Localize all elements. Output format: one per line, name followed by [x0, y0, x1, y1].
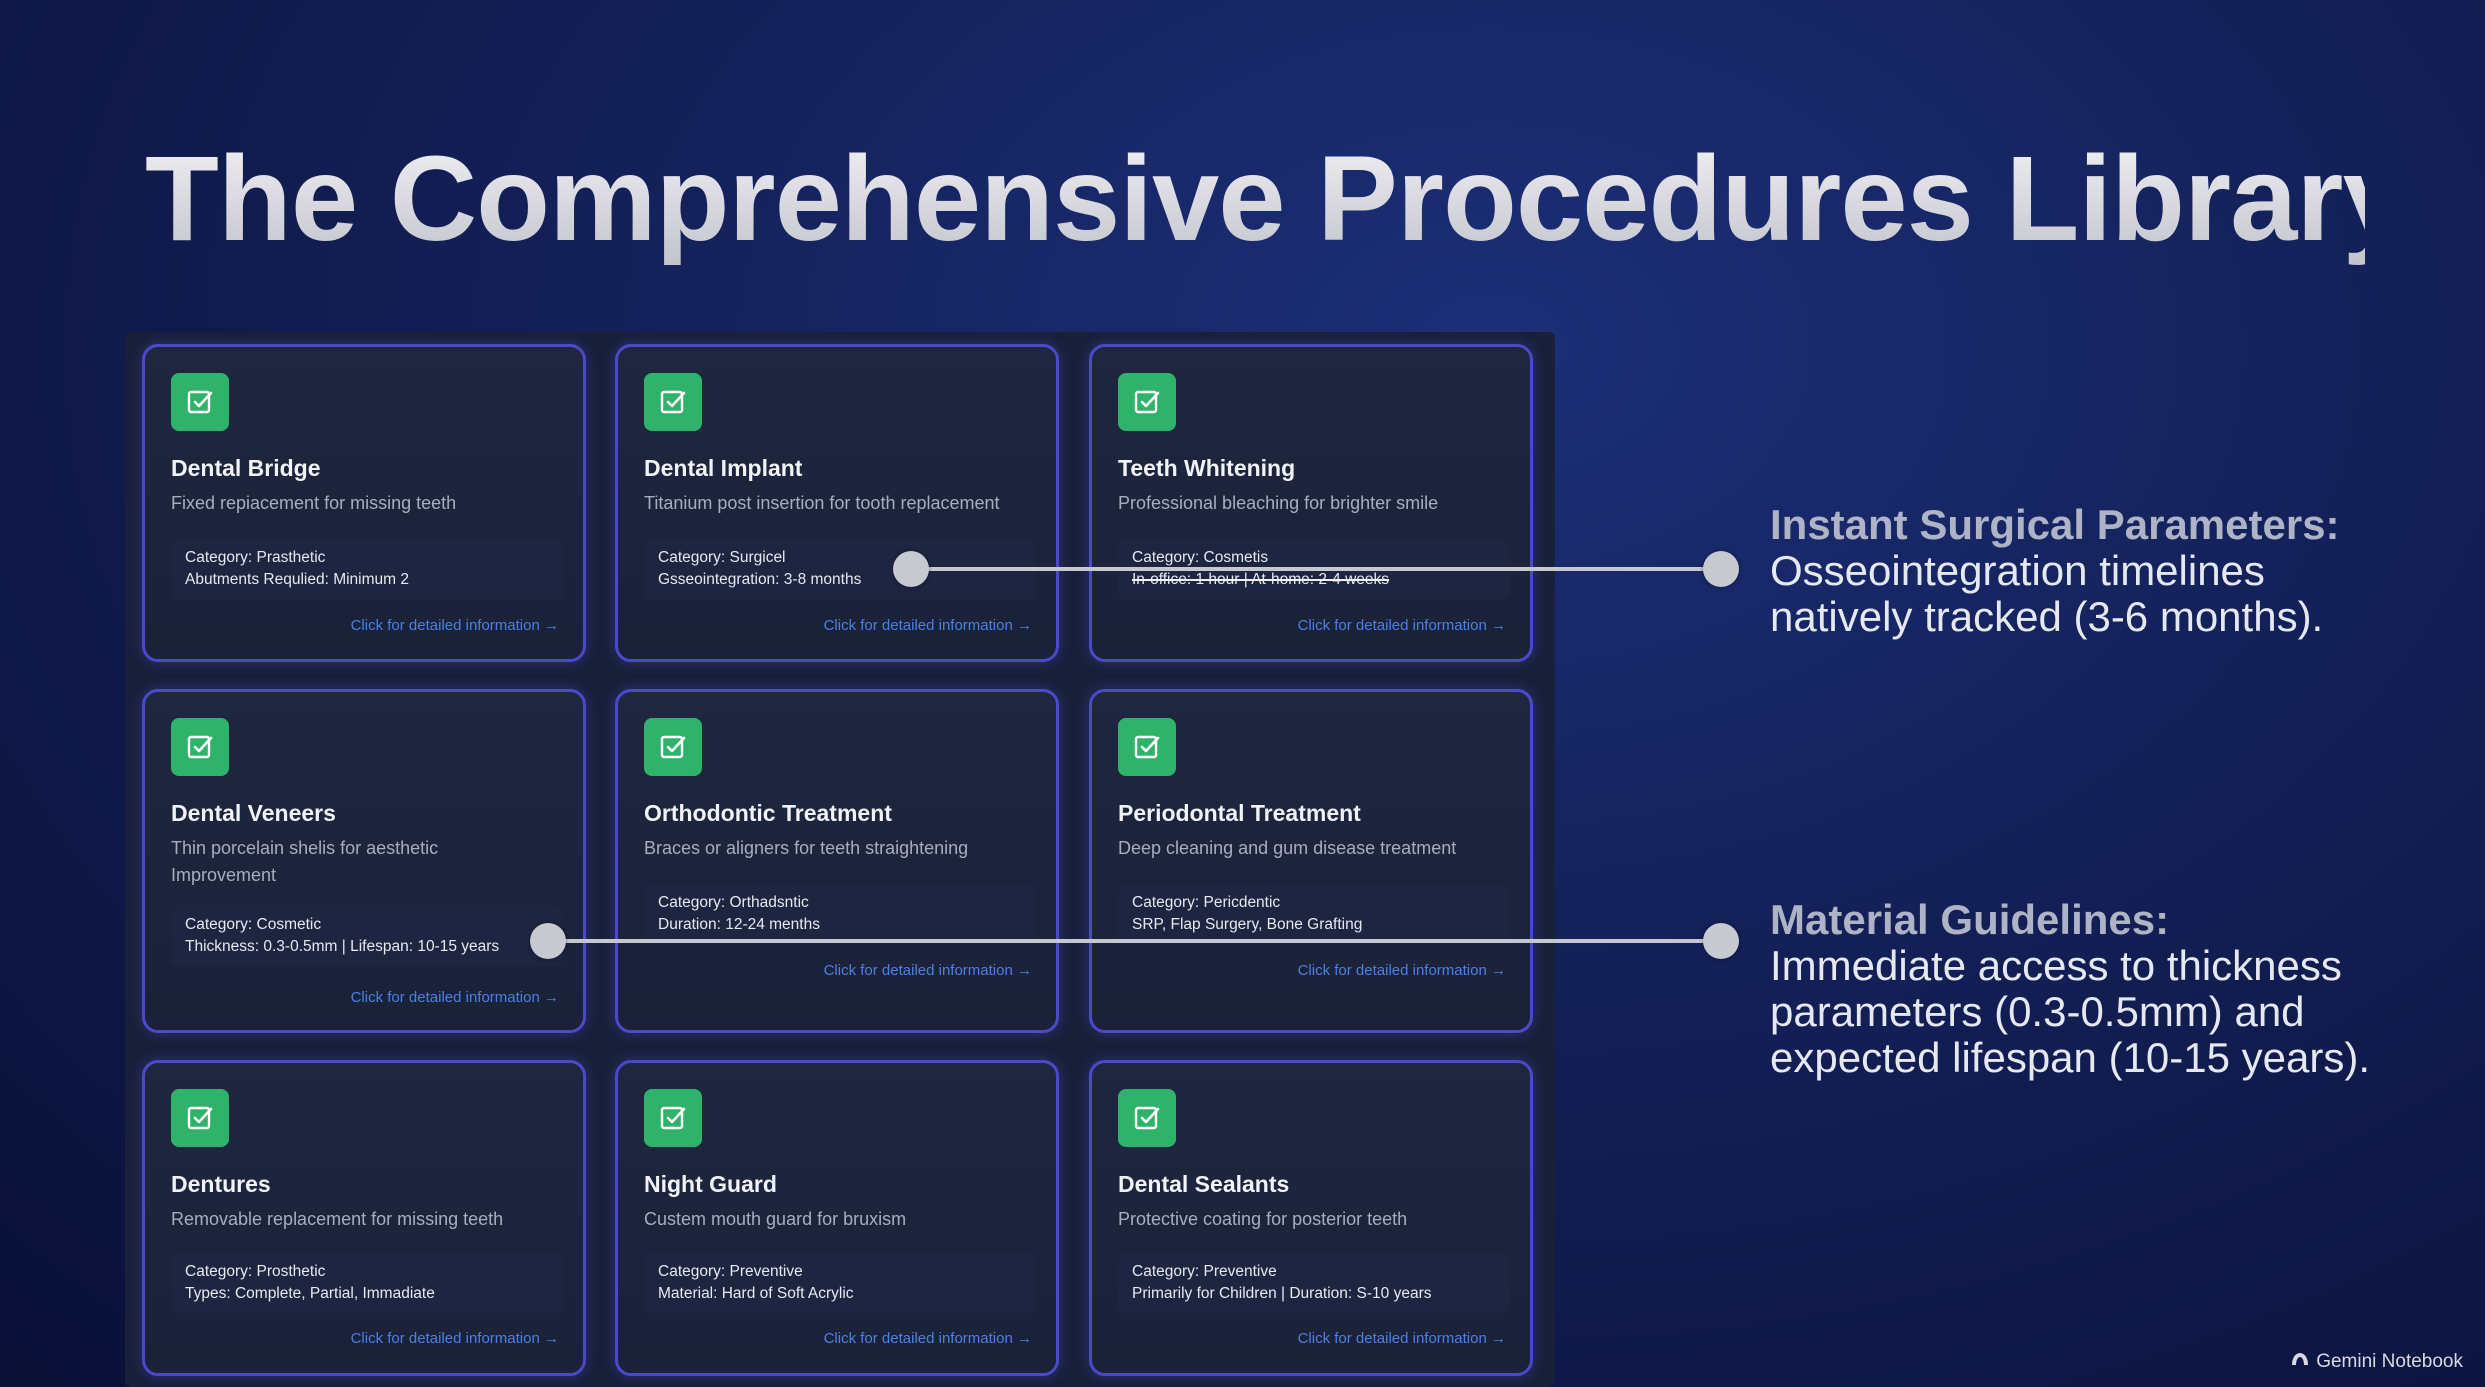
card-details-link[interactable]: Click for detailed information → — [823, 1330, 1032, 1347]
checkbox-icon — [644, 1089, 702, 1147]
card-detail: Material: Hard of Soft Acrylic — [658, 1285, 854, 1302]
card-meta: Category: Cosmetic Thickness: 0.3-0.5mm … — [171, 906, 563, 966]
checkbox-icon — [644, 718, 702, 776]
watermark-label: Gemini Notebook — [2316, 1351, 2463, 1372]
card-category: Category: Orthadsntic — [658, 894, 809, 911]
card-category: Category: Cosmetic — [185, 916, 322, 933]
card-detail: Duration: 12-24 menths — [658, 916, 820, 933]
card-dentures[interactable]: Dentures Removable replacement for missi… — [142, 1060, 586, 1376]
card-dental-implant[interactable]: Dental Implant Titanium post insertion f… — [615, 344, 1059, 662]
callout-surgical-parameters: Instant Surgical Parameters: Osseointegr… — [1770, 502, 2410, 640]
notebook-logo-icon — [2290, 1351, 2310, 1373]
card-detail: Gsseointegration: 3-8 months — [658, 571, 862, 588]
card-description: Removable replacement for missing teeth — [171, 1209, 504, 1229]
card-title: Dental Sealants — [1118, 1171, 1290, 1197]
checkbox-icon — [1118, 718, 1176, 776]
card-details-link[interactable]: Click for detailed information → — [350, 989, 559, 1006]
checkbox-icon — [171, 1089, 229, 1147]
card-meta: Category: Preventive Primarily for Child… — [1118, 1253, 1510, 1313]
connector-start-dot — [893, 551, 929, 587]
card-title: Teeth Whitening — [1118, 455, 1296, 481]
card-title: Dentures — [171, 1171, 271, 1197]
card-category: Category: Prasthetic — [185, 549, 326, 566]
card-orthodontic-treatment[interactable]: Orthodontic Treatment Braces or aligners… — [615, 689, 1059, 1033]
card-description: Professional bleaching for brighter smil… — [1118, 493, 1439, 513]
card-details-link[interactable]: Click for detailed information → — [823, 962, 1032, 979]
card-category: Category: Cosmetis — [1132, 549, 1269, 566]
card-description: Braces or aligners for teeth straighteni… — [644, 838, 969, 858]
card-title: Dental Veneers — [171, 800, 336, 826]
card-description: Deep cleaning and gum disease treatment — [1118, 838, 1457, 858]
card-meta: Category: Prasthetic Abutments Requlied:… — [171, 539, 563, 599]
card-category: Category: Pericdentic — [1132, 894, 1281, 911]
card-meta: Category: Pericdentic SRP, Flap Surgery,… — [1118, 884, 1510, 944]
card-detail: Thickness: 0.3-0.5mm | Lifespan: 10-15 y… — [185, 938, 500, 955]
card-details-link[interactable]: Click for detailed information → — [350, 1330, 559, 1347]
card-title: Orthodontic Treatment — [644, 800, 892, 826]
connector-end-dot — [1703, 923, 1739, 959]
page-title: The Comprehensive Procedures Library — [145, 130, 2410, 266]
checkbox-icon — [171, 373, 229, 431]
card-details-link[interactable]: Click for detailed information → — [1297, 962, 1506, 979]
card-title: Periodontal Treatment — [1118, 800, 1361, 826]
watermark: Gemini Notebook — [2290, 1351, 2463, 1373]
callout-heading: Material Guidelines: — [1770, 896, 2170, 943]
card-meta: Category: Prosthetic Types: Complete, Pa… — [171, 1253, 563, 1313]
callout-heading: Instant Surgical Parameters: — [1770, 501, 2340, 548]
checkbox-icon — [1118, 373, 1176, 431]
card-title: Dental Bridge — [171, 455, 321, 481]
card-dental-sealants[interactable]: Dental Sealants Protective coating for p… — [1089, 1060, 1533, 1376]
card-details-link[interactable]: Click for detailed information → — [1297, 617, 1506, 634]
procedures-grid: Dental Bridge Fixed repiacement for miss… — [125, 332, 1555, 1387]
connector-start-dot — [530, 923, 566, 959]
card-title: Dental Implant — [644, 455, 803, 481]
card-description: Custem mouth guard for bruxism — [644, 1209, 907, 1229]
card-category: Category: Preventive — [1132, 1263, 1277, 1280]
card-detail: In-office: 1 hour | At-home: 2-4 weeks — [1132, 571, 1390, 588]
callout-body: Immediate access to thickness parameters… — [1770, 942, 2370, 1081]
checkbox-icon — [1118, 1089, 1176, 1147]
card-details-link[interactable]: Click for detailed information → — [1297, 1330, 1506, 1347]
card-periodontal-treatment[interactable]: Periodontal Treatment Deep cleaning and … — [1089, 689, 1533, 1033]
card-category: Category: Surgicel — [658, 549, 786, 566]
connector-end-dot — [1703, 551, 1739, 587]
connector-line-surgical — [910, 567, 1720, 571]
card-dental-bridge[interactable]: Dental Bridge Fixed repiacement for miss… — [142, 344, 586, 662]
card-description: Thin porcelain shelis for aesthetic Impr… — [171, 838, 439, 885]
card-teeth-whitening[interactable]: Teeth Whitening Professional bleaching f… — [1089, 344, 1533, 662]
checkbox-icon — [644, 373, 702, 431]
card-details-link[interactable]: Click for detailed information → — [350, 617, 559, 634]
card-detail: Abutments Requlied: Minimum 2 — [185, 571, 409, 588]
card-description: Protective coating for posterior teeth — [1118, 1209, 1408, 1229]
card-meta: Category: Orthadsntic Duration: 12-24 me… — [644, 884, 1036, 944]
card-category: Category: Preventive — [658, 1263, 803, 1280]
callout-body: Osseointegration timelines natively trac… — [1770, 547, 2324, 640]
card-details-link[interactable]: Click for detailed information → — [823, 617, 1032, 634]
checkbox-icon — [171, 718, 229, 776]
card-night-guard[interactable]: Night Guard Custem mouth guard for bruxi… — [615, 1060, 1059, 1376]
card-description: Titanium post insertion for tooth replac… — [644, 493, 1000, 513]
callout-material-guidelines: Material Guidelines: Immediate access to… — [1770, 897, 2410, 1081]
card-dental-veneers[interactable]: Dental Veneers Thin porcelain shelis for… — [142, 689, 586, 1033]
card-detail: Primarily for Children | Duration: S-10 … — [1132, 1285, 1432, 1302]
card-detail: SRP, Flap Surgery, Bone Grafting — [1132, 916, 1363, 933]
card-description: Fixed repiacement for missing teeth — [171, 493, 457, 513]
card-category: Category: Prosthetic — [185, 1263, 326, 1280]
card-detail: Types: Complete, Partial, Immadiate — [185, 1285, 435, 1302]
connector-line-material — [548, 939, 1720, 943]
card-meta: Category: Preventive Material: Hard of S… — [644, 1253, 1036, 1313]
card-title: Night Guard — [644, 1171, 777, 1197]
